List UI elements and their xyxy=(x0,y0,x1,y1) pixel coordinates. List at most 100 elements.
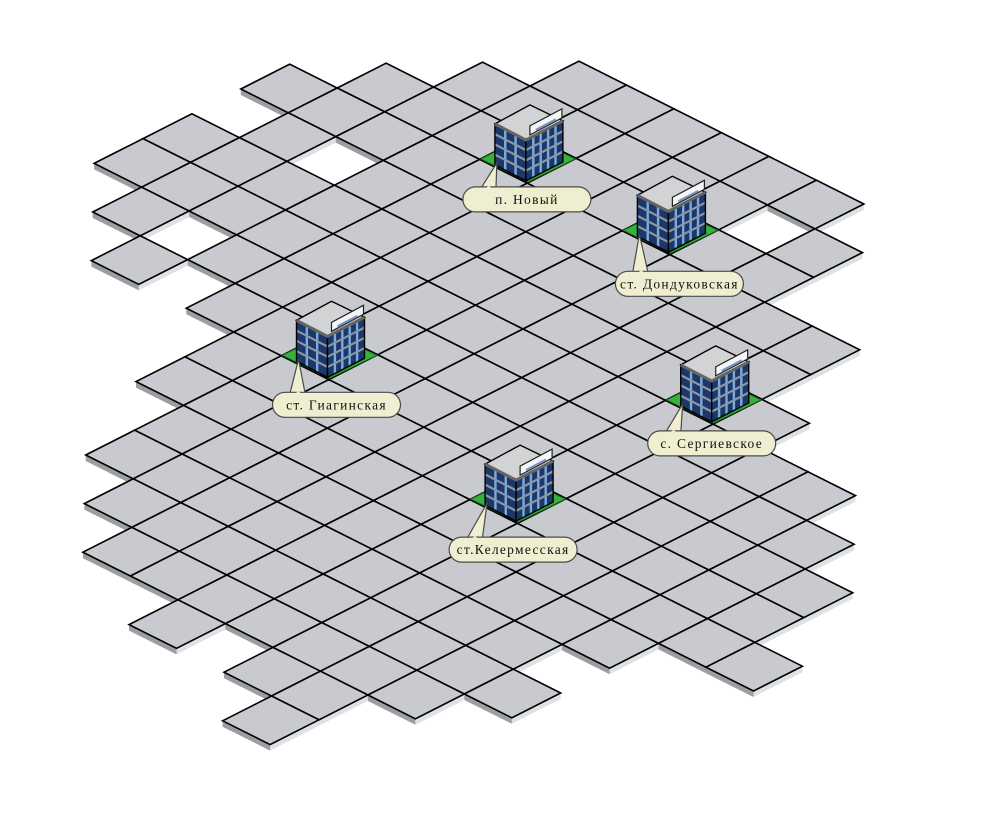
label-pointer-joint xyxy=(480,185,495,191)
tile-side-right xyxy=(270,719,319,751)
tile-side-right xyxy=(513,644,563,676)
window-band xyxy=(326,347,366,369)
window-band xyxy=(711,381,750,403)
grid-tile xyxy=(220,695,321,746)
tile-side-left xyxy=(186,308,234,338)
label-bubble xyxy=(647,430,777,457)
building-giaginskaya[interactable] xyxy=(281,300,378,379)
office-building-icon xyxy=(679,345,751,424)
tile-side-left xyxy=(129,624,177,655)
station-label-giaginskaya[interactable]: ст. Гиагинская xyxy=(271,359,402,418)
tile-side-left xyxy=(367,695,416,725)
window-band xyxy=(680,394,713,413)
tile-side-left xyxy=(82,552,131,582)
station-label-novyi[interactable]: п. Новый xyxy=(462,160,592,213)
station-label-kelermesskaya[interactable]: ст.Келермесская xyxy=(448,502,578,563)
office-building-icon xyxy=(483,444,555,523)
window-band xyxy=(525,150,564,172)
window-band xyxy=(515,490,554,512)
window-band xyxy=(494,143,527,162)
roof-rim xyxy=(680,360,750,383)
tile-grid xyxy=(81,60,866,746)
tile-side-left xyxy=(658,643,706,674)
roof-sign-mark xyxy=(525,458,547,472)
tile-side-right xyxy=(753,666,803,697)
roof-rim xyxy=(636,190,707,213)
station-label-text: ст.Келермесская xyxy=(457,542,570,557)
tile-side-right xyxy=(803,592,853,624)
station-label-sergievskoe[interactable]: с. Сергиевское xyxy=(647,403,777,457)
station-label-text: ст. Дондуковская xyxy=(620,276,739,291)
roof-sign-mark xyxy=(336,314,359,328)
window-band xyxy=(484,493,517,512)
tile-side-right xyxy=(813,252,863,284)
station-label-text: с. Сергиевское xyxy=(660,436,763,451)
tile-side-right xyxy=(815,204,864,235)
window-band xyxy=(636,204,669,223)
station-label-dondukovskaya[interactable]: ст. Дондуковская xyxy=(614,234,745,297)
tile-side-right xyxy=(140,211,190,242)
window-band xyxy=(636,214,669,233)
label-pointer-joint xyxy=(665,429,680,435)
building-sergievskoe[interactable] xyxy=(665,345,762,424)
tile-side-right xyxy=(761,374,811,406)
label-bubble xyxy=(448,536,578,563)
tile-side-left xyxy=(767,205,815,235)
window-band xyxy=(484,483,517,502)
tile-side-left xyxy=(94,163,142,194)
tile-side-left xyxy=(189,211,237,241)
tile-side-right xyxy=(415,694,465,725)
building-novyi[interactable] xyxy=(479,104,577,183)
window-band xyxy=(295,329,329,348)
window-band xyxy=(326,336,366,358)
office-building-icon xyxy=(635,175,707,254)
tile-side-right xyxy=(810,349,860,381)
roof-sign-mark xyxy=(721,359,743,372)
window-band xyxy=(667,222,706,244)
tile-side-left xyxy=(92,212,141,242)
window-band xyxy=(494,153,527,172)
tile-side-left xyxy=(85,455,134,485)
tile-side-left xyxy=(187,259,236,290)
label-bubble xyxy=(614,270,745,297)
station-label-text: п. Новый xyxy=(495,192,559,207)
window-band xyxy=(295,350,329,369)
tile-side-left xyxy=(84,503,132,534)
tile-side-right xyxy=(286,136,336,168)
roof-rim xyxy=(494,119,564,142)
buildings-layer xyxy=(281,104,762,523)
window-band xyxy=(636,225,669,244)
window-band xyxy=(326,326,366,348)
tile-side-right xyxy=(609,643,659,675)
label-bubble xyxy=(271,391,402,418)
label-pointer-joint xyxy=(290,391,305,397)
tile-side-left xyxy=(335,136,384,167)
grid-tile xyxy=(89,234,190,286)
tile-side-right xyxy=(805,544,855,575)
window-band xyxy=(515,470,554,492)
tile-side-right xyxy=(718,205,768,236)
window-band xyxy=(494,133,527,152)
tile-side-left xyxy=(224,672,272,702)
window-band xyxy=(484,473,517,492)
tile-side-right xyxy=(764,277,814,309)
building-dondukovskaya[interactable] xyxy=(622,175,719,254)
window-band xyxy=(515,480,554,502)
tile-side-right xyxy=(319,695,368,726)
roof-sign-mark xyxy=(535,118,557,131)
roof-sign-mark xyxy=(677,189,699,203)
office-building-icon xyxy=(295,300,367,379)
tile-side-right xyxy=(511,693,561,724)
tile-side-left xyxy=(91,260,139,291)
office-building-icon xyxy=(493,104,565,183)
label-pointer-joint xyxy=(467,536,482,542)
roof-rim xyxy=(295,315,366,338)
window-band xyxy=(711,391,750,413)
tile-side-left xyxy=(562,644,610,675)
building-kelermesskaya[interactable] xyxy=(469,444,567,523)
grid-tile xyxy=(704,641,805,692)
tile-side-left xyxy=(225,623,273,654)
grid-tile xyxy=(765,179,866,230)
